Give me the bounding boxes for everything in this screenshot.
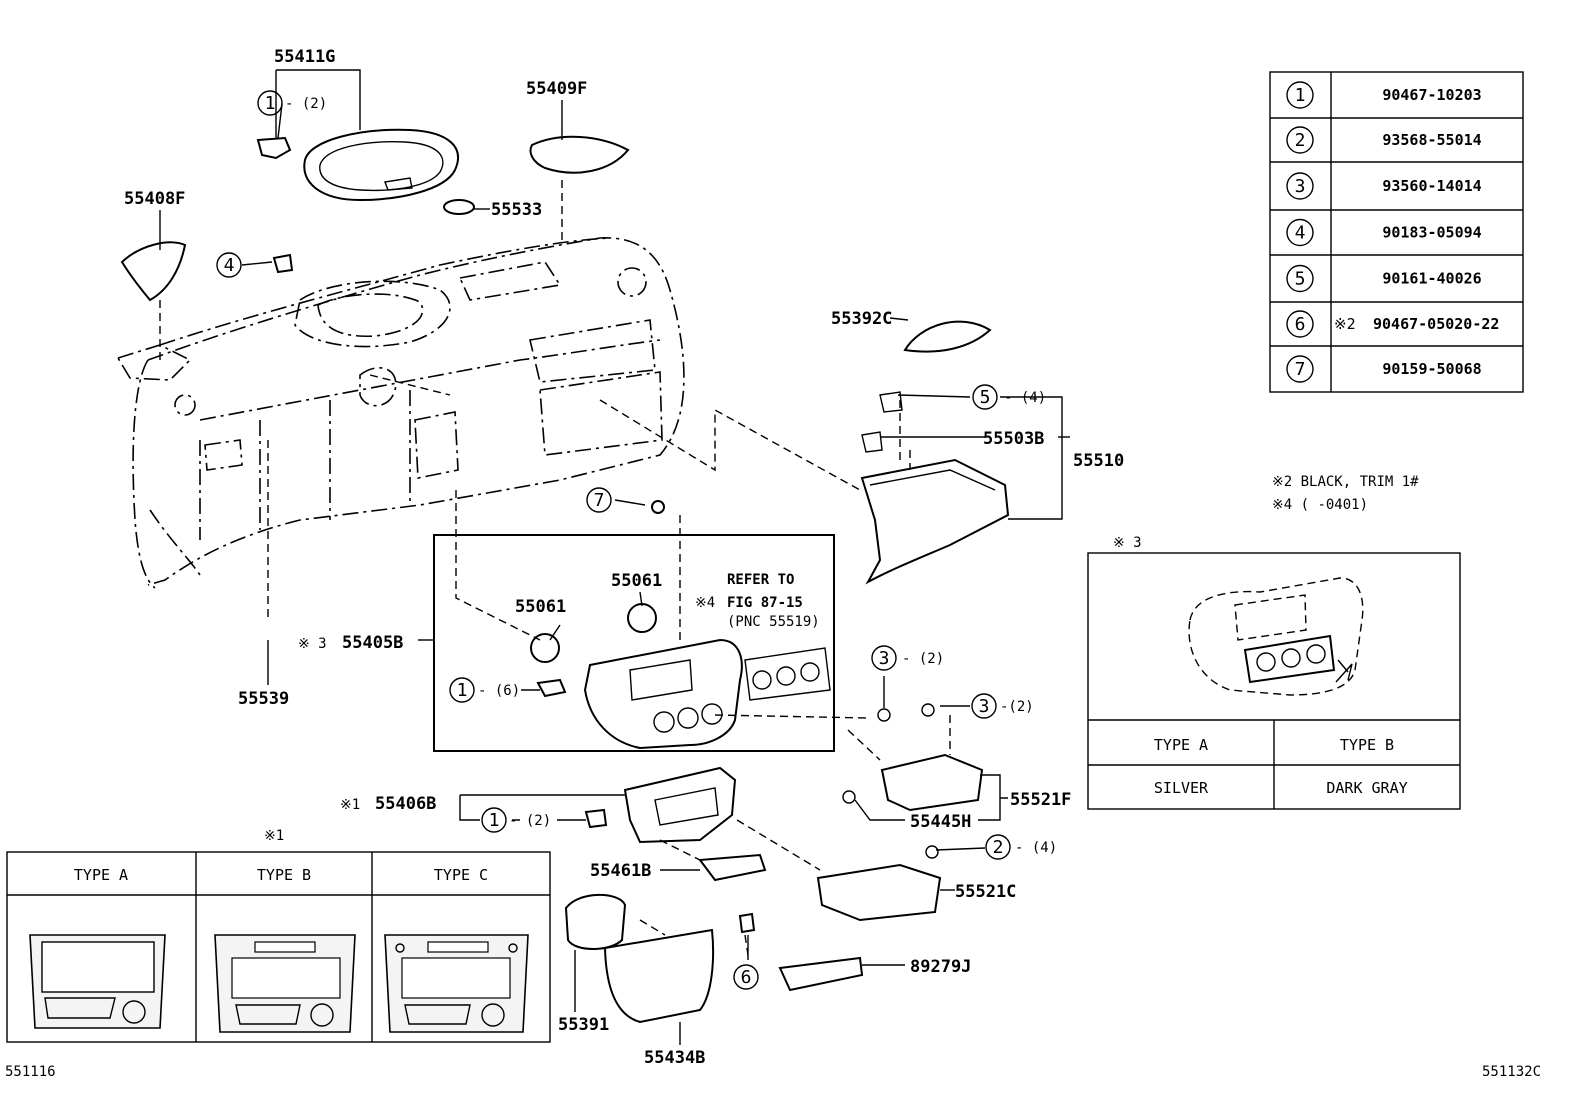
label-55539: 55539: [238, 689, 289, 709]
type-3-value-b: DARK GRAY: [1326, 779, 1407, 797]
refer-line-1: REFER TO: [727, 572, 794, 588]
label-55503B: 55503B: [983, 429, 1044, 449]
fastener-part-number: 93568-55014: [1382, 131, 1481, 149]
label-55408F: 55408F: [124, 189, 185, 209]
type-1-header-a: TYPE A: [74, 866, 128, 884]
fastener-number-ring: [1286, 126, 1314, 154]
label-55434B: 55434B: [644, 1048, 705, 1068]
label-55411G: 55411G: [274, 47, 335, 67]
note-2: ※2 BLACK, TRIM 1#: [1272, 474, 1419, 490]
glove-box-drawing: [860, 320, 1010, 585]
label-55521C: 55521C: [955, 882, 1016, 902]
type-1-title: ※1: [264, 828, 284, 844]
fastener-part-number: 90159-50068: [1382, 360, 1481, 378]
fastener-number: 1: [1295, 85, 1306, 106]
fastener-part-number: 90161-40026: [1382, 270, 1481, 288]
callout-3-lower: 3: [979, 696, 990, 717]
callout-5-qty: - (4): [1004, 390, 1046, 406]
type-3-cluster-drawing: [1188, 577, 1364, 696]
callouts: 1 - (2) 4 5 - (4) 7 1 - (6) 3 - (2) 3 -(…: [216, 90, 1057, 990]
label-55392C: 55392C: [831, 309, 892, 329]
instrument-panel-drawing: [116, 237, 685, 589]
callout-2: 2: [993, 837, 1004, 858]
label-55445H: 55445H: [910, 812, 971, 832]
callout-7: 7: [594, 490, 605, 511]
label-55061-left: 55061: [515, 597, 566, 617]
label-89279J: 89279J: [910, 957, 971, 977]
mark-4-refer: ※4: [695, 595, 715, 611]
callout-1-top-qty: - (2): [285, 96, 327, 112]
callout-6: 6: [741, 967, 752, 988]
mark-3-55405B: ※ 3: [298, 636, 327, 652]
fastener-part-number: 90467-05020-22: [1373, 315, 1499, 333]
label-55533: 55533: [491, 200, 542, 220]
leader-lines: [159, 69, 1353, 1045]
type-3-value-a: SILVER: [1154, 779, 1209, 797]
fastener-number-ring: [1286, 310, 1314, 338]
fastener-part-number: 90467-10203: [1382, 86, 1481, 104]
refer-line-3: (PNC 55519): [727, 614, 820, 630]
part-labels: 55411G 55409F 55408F 55533 55392C 55503B…: [124, 47, 1124, 1068]
callout-3-upper-qty: - (2): [902, 651, 944, 667]
lower-parts-drawing: [564, 703, 984, 1024]
fastener-part-number: 90183-05094: [1382, 224, 1481, 242]
fastener-number-ring: [1286, 355, 1314, 383]
speaker-cover-drawing: [529, 135, 630, 174]
fastener-number: 4: [1295, 223, 1306, 244]
type-3-header-b: TYPE B: [1340, 736, 1394, 754]
label-55521F: 55521F: [1010, 790, 1071, 810]
fastener-number-ring: [1286, 172, 1314, 200]
fastener-number: 6: [1295, 314, 1306, 335]
callout-5: 5: [980, 387, 991, 408]
fastener-part-number: 93560-14014: [1382, 177, 1481, 195]
drawing-code-right: 551132C: [1482, 1064, 1541, 1080]
type-a-panel-drawing: [29, 934, 166, 1029]
meter-hood-drawing: [256, 128, 459, 202]
fastener-number: 3: [1295, 176, 1306, 197]
refer-line-2: FIG 87-15: [727, 595, 803, 611]
type-3-table: ※ 3 TYPE A TYPE B SILVER DARK GRAY: [1087, 535, 1461, 810]
reference-notes: ※ 3 ※1 REFER TO ※4 FIG 87-15 (PNC 55519): [298, 572, 820, 813]
center-cluster-frame: [433, 534, 835, 752]
fastener-number: 2: [1295, 130, 1306, 151]
callout-1-low: 1: [489, 810, 500, 831]
fastener-number-ring: [1286, 264, 1314, 293]
fastener-number: 5: [1295, 269, 1306, 290]
type-c-panel-drawing: [384, 934, 529, 1033]
callout-4: 4: [224, 255, 235, 276]
fastener-table: 1 90467-10203 2 93568-55014 3 93560-14014 4 901…: [1269, 71, 1524, 393]
label-55061-right: 55061: [611, 571, 662, 591]
fastener-number-ring: [1286, 218, 1314, 247]
type-3-header-a: TYPE A: [1154, 736, 1208, 754]
type-1-header-c: TYPE C: [434, 866, 488, 884]
label-55510: 55510: [1073, 451, 1124, 471]
callout-1-low-qty: - (2): [509, 813, 551, 829]
type-1-table: ※1 TYPE A TYPE B TYPE C: [6, 828, 551, 1043]
mark-1-55406B: ※1: [340, 797, 360, 813]
callout-3-upper: 3: [879, 648, 890, 669]
type-1-header-b: TYPE B: [257, 866, 311, 884]
callout-1-mid-qty: - (6): [478, 683, 520, 699]
callout-3-lower-qty: -(2): [1000, 699, 1034, 715]
callout-1-mid: 1: [457, 680, 468, 701]
note-4: ※4 ( -0401): [1272, 497, 1368, 513]
fastener-number: 7: [1295, 359, 1306, 380]
callout-2-qty: - (4): [1015, 840, 1057, 856]
type-3-title: ※ 3: [1113, 535, 1142, 551]
label-55405B: 55405B: [342, 633, 403, 653]
label-55461B: 55461B: [590, 861, 651, 881]
callout-1-top: 1: [265, 93, 276, 114]
drawing-code-left: 551116: [5, 1064, 56, 1080]
fastener-number-ring: [1286, 81, 1314, 109]
fastener-note: ※2: [1334, 315, 1356, 333]
label-55406B: 55406B: [375, 794, 436, 814]
type-b-panel-drawing: [214, 934, 356, 1033]
label-55409F: 55409F: [526, 79, 587, 99]
label-55391: 55391: [558, 1015, 609, 1035]
side-cover-drawing: [120, 241, 187, 302]
